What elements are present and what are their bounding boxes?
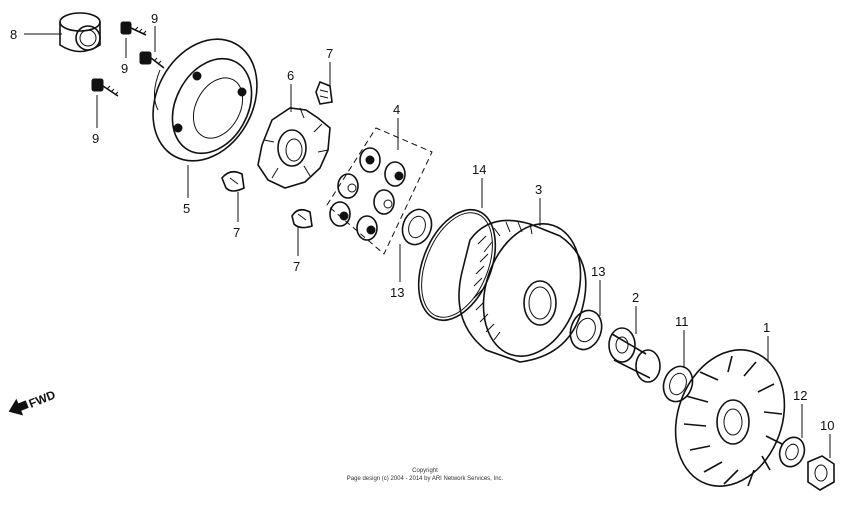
- roller: [359, 147, 381, 173]
- fwd-label: FWD: [27, 387, 58, 410]
- part-9-bolt-b[interactable]: [139, 51, 165, 69]
- part-3-movable-drive-face[interactable]: [458, 211, 597, 369]
- part-labels: 8 9 9 9 5 6 7 7 7 4 13 14 3 13 2 11 1 12…: [10, 11, 834, 433]
- part-14-o-ring[interactable]: [404, 198, 511, 331]
- part-5-drive-plate[interactable]: [133, 21, 278, 179]
- label-13: 13: [591, 264, 605, 279]
- label-13: 13: [390, 285, 404, 300]
- label-7: 7: [326, 46, 333, 61]
- label-1: 1: [763, 320, 770, 335]
- label-9: 9: [151, 11, 158, 26]
- leader-lines: [24, 26, 831, 458]
- part-13-washer-right[interactable]: [565, 306, 607, 354]
- label-10: 10: [820, 418, 834, 433]
- label-3: 3: [535, 182, 542, 197]
- part-6-ramp-plate[interactable]: [257, 107, 331, 189]
- label-5: 5: [183, 201, 190, 216]
- roller: [329, 201, 351, 227]
- part-13-washer-left[interactable]: [398, 205, 437, 248]
- label-12: 12: [793, 388, 807, 403]
- label-7: 7: [293, 259, 300, 274]
- part-2-collar[interactable]: [608, 327, 661, 383]
- part-7-slider-left[interactable]: [221, 170, 245, 192]
- part-11-washer[interactable]: [659, 362, 698, 405]
- part-9-bolt-c[interactable]: [91, 78, 119, 97]
- label-2: 2: [632, 290, 639, 305]
- roller: [373, 189, 395, 215]
- label-8: 8: [10, 27, 17, 42]
- forward-direction-indicator: FWD: [8, 387, 58, 416]
- copyright-line-2: Page design (c) 2004 - 2014 by ARI Netwo…: [346, 476, 504, 482]
- forward-arrow-icon: [8, 398, 29, 416]
- roller: [356, 215, 378, 241]
- part-12-washer[interactable]: [776, 434, 809, 470]
- part-1-fixed-drive-face[interactable]: [657, 334, 803, 501]
- label-6: 6: [287, 68, 294, 83]
- label-9: 9: [121, 61, 128, 76]
- label-11: 11: [675, 314, 689, 329]
- part-9-bolt-a[interactable]: [120, 21, 147, 36]
- roller: [337, 173, 359, 199]
- copyright-line-1: Copyright: [412, 468, 438, 474]
- label-7: 7: [233, 225, 240, 240]
- label-9: 9: [92, 131, 99, 146]
- part-10-nut[interactable]: [807, 455, 835, 491]
- label-14: 14: [472, 162, 486, 177]
- part-7-slider-top[interactable]: [315, 80, 333, 105]
- label-4: 4: [393, 102, 400, 117]
- part-4-roller-set[interactable]: [326, 127, 433, 255]
- part-8-collar[interactable]: [59, 12, 101, 53]
- roller: [384, 161, 406, 187]
- part-7-slider-lower[interactable]: [291, 208, 313, 229]
